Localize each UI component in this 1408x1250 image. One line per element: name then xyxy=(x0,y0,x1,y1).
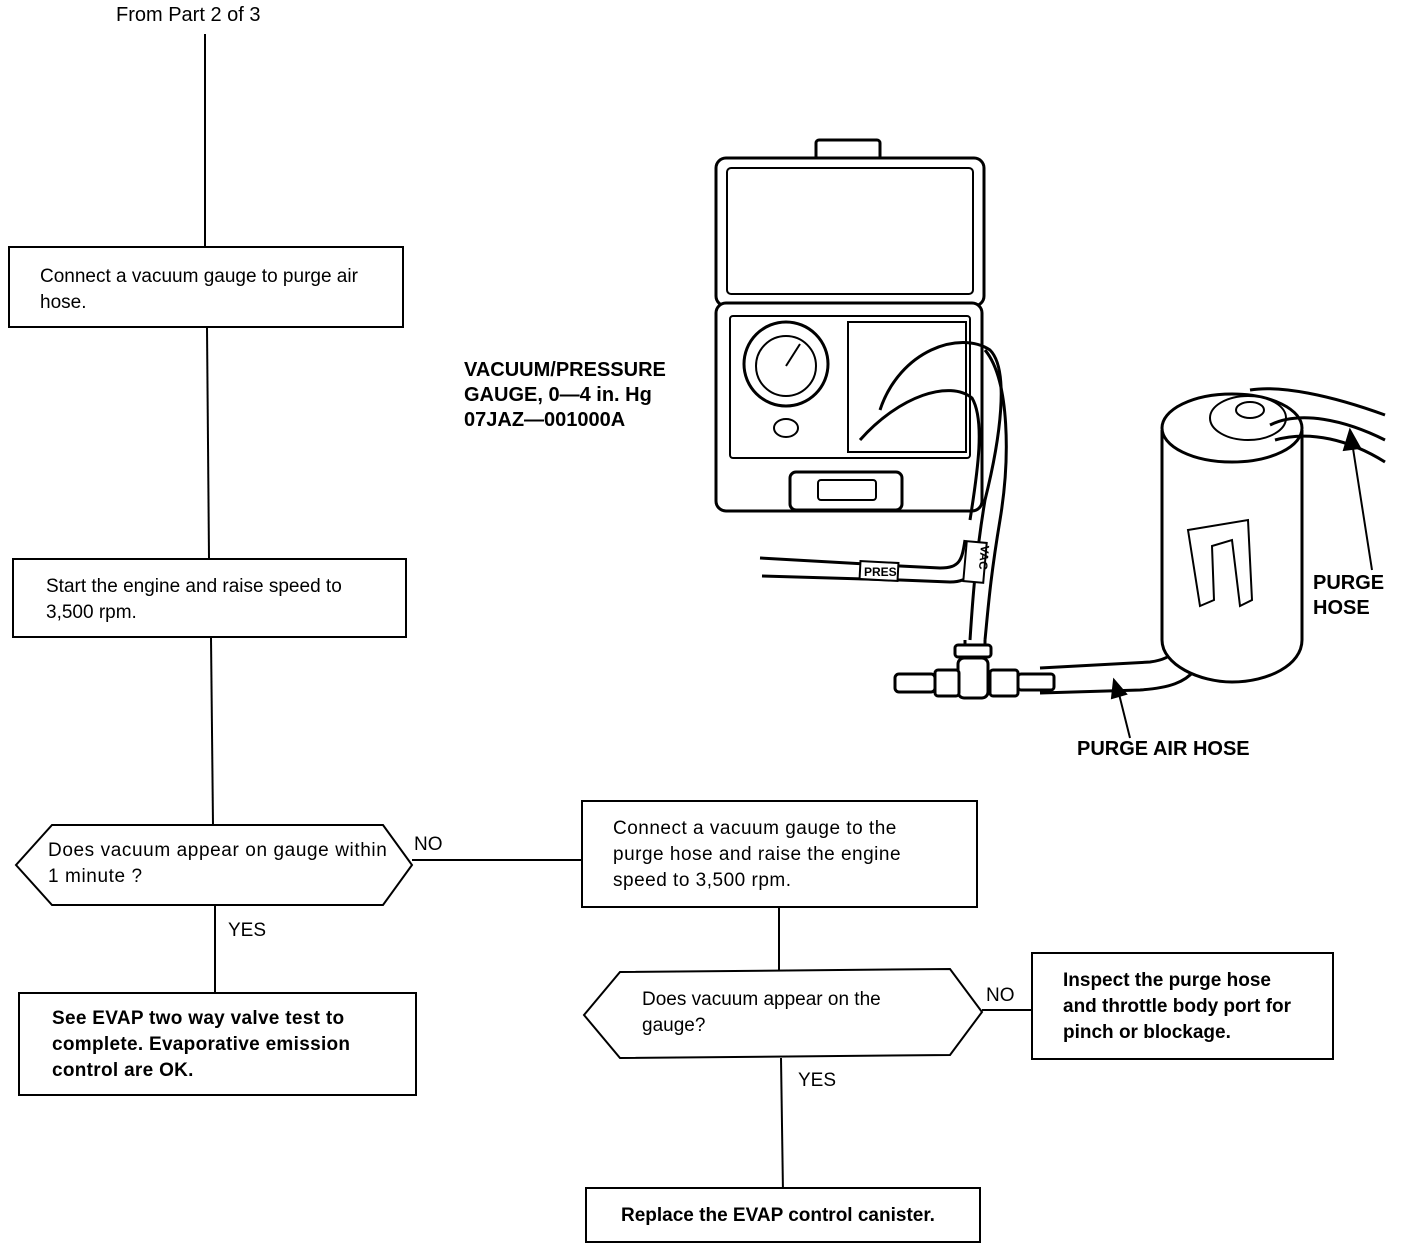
purge-hose-label: PURGE HOSE xyxy=(1313,571,1384,621)
from-part-label: From Part 2 of 3 xyxy=(116,4,261,26)
vac-tag: VAC xyxy=(976,545,992,571)
decision1-shape xyxy=(14,824,414,906)
result-inspect-hose: Inspect the purge hose and throttle body… xyxy=(1031,952,1334,1060)
decision2-yes-label: YES xyxy=(798,1070,837,1091)
step2-text: Start the engine and raise speed to 3,50… xyxy=(46,576,342,623)
decision2-shape xyxy=(582,967,984,1060)
gauge-label: VACUUM/PRESSURE GAUGE, 0—4 in. Hg 07JAZ—… xyxy=(464,358,666,433)
step-connect-gauge-purge-hose: Connect a vacuum gauge to the purge hose… xyxy=(581,800,978,908)
purge-air-hose-label: PURGE AIR HOSE xyxy=(1077,738,1250,760)
step-connect-gauge-purge-air-hose: Connect a vacuum gauge to purge air hose… xyxy=(8,246,404,328)
purge-hose-line2: HOSE xyxy=(1313,597,1370,619)
result-controls-ok: See EVAP two way valve test to complete.… xyxy=(18,992,417,1096)
result-replace-text: Replace the EVAP control canister. xyxy=(621,1205,935,1226)
decision2-no-label: NO xyxy=(986,985,1015,1006)
gauge-label-line2: GAUGE, 0—4 in. Hg xyxy=(464,384,652,406)
decision1-text: Does vacuum appear on gauge within 1 min… xyxy=(48,840,388,887)
vacuum-gauge-case xyxy=(714,138,986,513)
decision2-text: Does vacuum appear on the gauge? xyxy=(642,989,881,1036)
pres-tag: PRES xyxy=(864,565,897,579)
result-ok-text: See EVAP two way valve test to complete.… xyxy=(52,1008,351,1081)
decision1-yes-label: YES xyxy=(228,920,267,941)
gauge-label-line3: 07JAZ—001000A xyxy=(464,409,626,431)
result-inspect-text: Inspect the purge hose and throttle body… xyxy=(1063,970,1291,1043)
step3-text: Connect a vacuum gauge to the purge hose… xyxy=(613,818,902,891)
decision1-no-label: NO xyxy=(414,834,443,855)
gauge-label-line1: VACUUM/PRESSURE xyxy=(464,359,666,381)
purge-hose-line1: PURGE xyxy=(1313,572,1385,594)
step1-text: Connect a vacuum gauge to purge air hose… xyxy=(40,266,358,313)
step-start-engine: Start the engine and raise speed to 3,50… xyxy=(12,558,407,638)
result-replace-canister: Replace the EVAP control canister. xyxy=(585,1187,981,1243)
